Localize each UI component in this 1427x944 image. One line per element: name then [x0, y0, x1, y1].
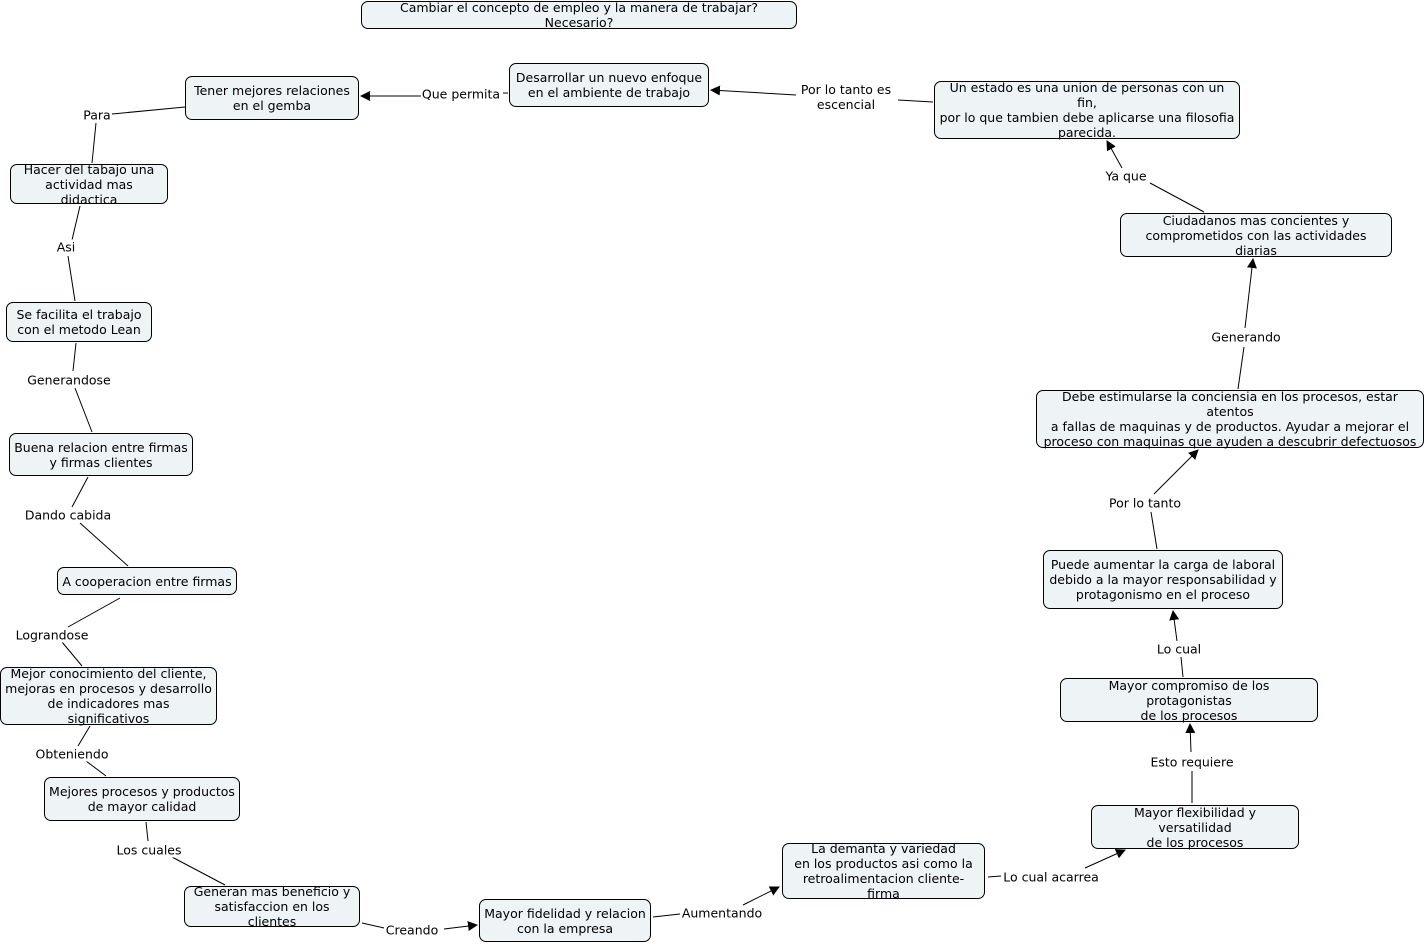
concept-node[interactable]: La demanta y variedad en los productos a…: [782, 841, 985, 901]
connector-line: [1237, 346, 1245, 390]
concept-node[interactable]: Tener mejores relaciones en el gemba: [185, 76, 359, 120]
connector-line: [171, 856, 226, 886]
connector-line: [79, 522, 129, 567]
concept-node[interactable]: Mejores procesos y productos de mayor ca…: [44, 777, 240, 821]
connector-line: [1185, 723, 1196, 753]
connector-line: [652, 913, 681, 918]
concept-node[interactable]: Mayor flexibilidad y versatilidad de los…: [1091, 805, 1299, 850]
concept-node[interactable]: Puede aumentar la carga de laboral debid…: [1043, 550, 1283, 609]
main-title-node[interactable]: Cambiar el concepto de empleo y la maner…: [361, 0, 797, 30]
connector-line: [77, 725, 91, 747]
connector-line: [1153, 449, 1199, 495]
link-label: Generando: [1210, 329, 1282, 345]
link-label: Generandose: [26, 372, 112, 388]
connector-line: [71, 205, 81, 241]
link-label: Aumentando: [680, 905, 764, 921]
concept-node[interactable]: Ciudadanos mas concientes y comprometido…: [1120, 213, 1392, 258]
concept-node[interactable]: Desarrollar un nuevo enfoque en el ambie…: [509, 63, 709, 107]
concept-node[interactable]: Hacer del tabajo una actividad mas didac…: [10, 162, 168, 207]
connector-line: [443, 921, 478, 932]
link-label: Lo cual: [1155, 641, 1203, 657]
connector-line: [1106, 140, 1123, 169]
concept-node[interactable]: Se facilita el trabajo con el metodo Lea…: [6, 302, 152, 342]
connector-line: [67, 255, 76, 302]
concept-node[interactable]: Mayor compromiso de los protagonistas de…: [1060, 678, 1318, 723]
concept-node[interactable]: Un estado es una union de personas con u…: [934, 80, 1240, 140]
link-label: Creando: [384, 922, 440, 938]
connector-line: [710, 85, 797, 96]
connector-line: [1180, 656, 1184, 678]
connector-line: [361, 922, 385, 929]
concept-node[interactable]: Mayor fidelidad y relacion con la empres…: [479, 899, 651, 942]
connector-line: [85, 760, 107, 777]
concept-node[interactable]: Buena relacion entre firmas y firmas cli…: [9, 433, 193, 476]
link-label: Ya que: [1104, 168, 1148, 184]
link-label: Que permita: [420, 86, 502, 102]
connector-line: [111, 106, 186, 115]
connector-line: [1169, 610, 1180, 642]
connector-line: [67, 597, 121, 628]
connector-line: [1150, 511, 1158, 550]
connector-line: [74, 387, 93, 433]
concept-node[interactable]: A cooperacion entre firmas: [57, 567, 237, 595]
connector-line: [145, 821, 149, 842]
link-label: Por lo tanto es escencial: [799, 82, 893, 112]
connector-line: [72, 342, 77, 372]
link-label: Dando cabida: [23, 507, 113, 523]
link-label: Por lo tanto: [1108, 495, 1182, 511]
connector-line: [1244, 258, 1257, 329]
link-label: Para: [82, 107, 112, 123]
link-label: Asi: [55, 239, 77, 255]
concept-node[interactable]: Generan mas beneficio y satisfaccion en …: [184, 884, 360, 929]
concept-node[interactable]: Mejor conocimiento del cliente, mejoras …: [0, 666, 217, 726]
connector-line: [897, 99, 934, 103]
link-label: Los cuales: [115, 842, 183, 858]
connector-line: [91, 122, 97, 164]
link-label: Lo cual acarrea: [1002, 869, 1100, 885]
connector-line: [987, 875, 1002, 878]
link-label: Obteniendo: [34, 746, 110, 762]
connector-line: [1084, 849, 1126, 869]
link-label: Esto requiere: [1149, 754, 1235, 770]
connector-line: [61, 641, 83, 667]
concept-node[interactable]: Debe estimularse la conciensia en los pr…: [1036, 389, 1424, 449]
connector-line: [742, 886, 780, 906]
connector-line: [1149, 182, 1205, 213]
link-label: Lograndose: [14, 627, 90, 643]
connector-line: [71, 476, 89, 508]
